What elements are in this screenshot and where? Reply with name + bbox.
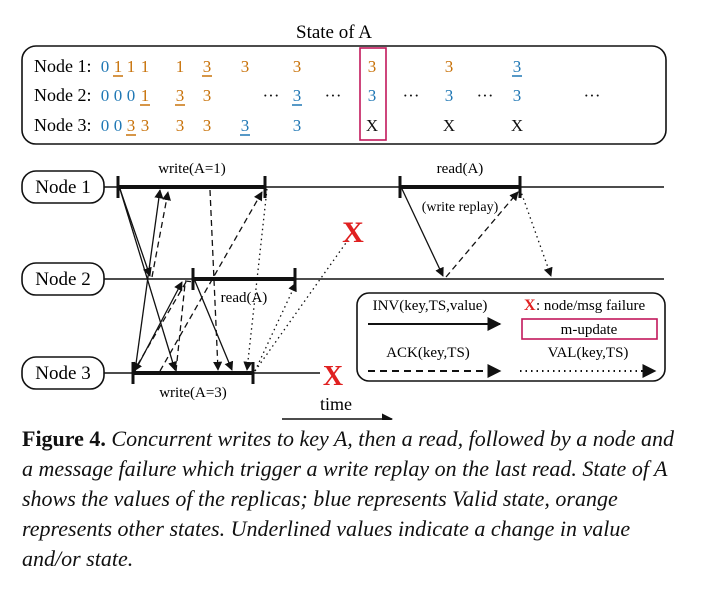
inv-n3-n2 [134, 281, 183, 372]
ack-n2-n1 [151, 191, 171, 278]
legend-failure-text: : node/msg failure [536, 298, 645, 314]
state-cell: 3 [176, 86, 185, 105]
state-cell: 0 [127, 86, 136, 105]
ack-n2-n3 [133, 281, 187, 372]
state-cell: 3 [513, 86, 522, 105]
state-cell: 3 [141, 116, 150, 135]
ack-n2-n3-stub [184, 280, 196, 283]
node-3-label: Node 3 [35, 363, 90, 384]
caption-text: Concurrent writes to key A, then a read,… [22, 426, 674, 571]
state-row-label: Node 1: [34, 56, 92, 76]
node-2-label: Node 2 [35, 269, 90, 290]
state-cell: 3 [513, 57, 522, 76]
legend-inv-label: INV(key,TS,value) [373, 298, 488, 314]
write1-interval [116, 176, 267, 198]
ack-n1-n3 [209, 189, 223, 371]
state-cell: 1 [176, 57, 185, 76]
legend-val-label: VAL(key,TS) [548, 345, 629, 361]
state-cell: 3 [293, 116, 302, 135]
state-cell: 3 [203, 86, 212, 105]
write1-label: write(A=1) [158, 161, 226, 177]
node-1-label: Node 1 [35, 177, 90, 198]
ack-messages [133, 189, 519, 372]
state-cell: ··· [325, 86, 342, 105]
state-cell: ··· [403, 86, 420, 105]
time-label: time [320, 394, 352, 414]
write3-label: write(A=3) [159, 385, 227, 401]
read-node2-label: read(A) [221, 290, 268, 306]
state-panel-title: State of A [296, 22, 372, 43]
write-replay-label: (write replay) [422, 200, 499, 215]
node-3: Node 3 [21, 356, 105, 390]
state-cell: 3 [293, 57, 302, 76]
message-failure-mark: X [342, 216, 364, 249]
state-row-label: Node 3: [34, 115, 92, 135]
state-cell: 0 [114, 116, 123, 135]
state-cell: X [366, 116, 378, 135]
state-cell: 3 [445, 57, 454, 76]
state-cell: X [443, 116, 455, 135]
legend-ack-label: ACK(key,TS) [386, 345, 470, 361]
state-cell: 0 [114, 86, 123, 105]
state-cell: 3 [445, 86, 454, 105]
inv-replay-n1-n2 [401, 188, 444, 277]
state-cell: 1 [141, 86, 150, 105]
inv-n3-n1 [134, 189, 164, 372]
state-cell: 3 [241, 57, 250, 76]
state-cell: 3 [176, 116, 185, 135]
figure-caption: Figure 4. Concurrent writes to key A, th… [22, 424, 682, 574]
val-n3-n1-lost [254, 239, 349, 372]
state-cell: ··· [477, 86, 494, 105]
state-cell: 0 [101, 57, 110, 76]
node-failure-mark: X [323, 361, 343, 392]
legend-failure-x: X [524, 297, 536, 314]
state-cell: 1 [114, 57, 123, 76]
state-row-label: Node 2: [34, 85, 92, 105]
mupdate-highlight-box [359, 47, 387, 141]
node-2: Node 2 [21, 262, 105, 296]
legend-box [356, 292, 666, 382]
state-cell: 3 [241, 116, 250, 135]
write3-interval [131, 362, 255, 384]
read-node2-interval [191, 268, 297, 290]
state-cell: X [511, 116, 523, 135]
state-cell: 3 [368, 57, 377, 76]
val-replay-n1-n2 [519, 188, 553, 277]
state-cell: 3 [203, 57, 212, 76]
state-cell: 0 [101, 86, 110, 105]
node-1: Node 1 [21, 170, 105, 204]
state-cell: 3 [127, 116, 136, 135]
ack-n3-n2-tail [175, 283, 186, 372]
state-cell: 1 [141, 57, 150, 76]
inv-n2-n3-read [194, 280, 234, 371]
state-cell: ··· [263, 86, 280, 105]
state-cell: 3 [293, 86, 302, 105]
caption-label: Figure 4. [22, 426, 106, 451]
val-n1-n3 [243, 188, 268, 371]
read-node1-label: read(A) [437, 161, 484, 177]
legend-mupdate-label: m-update [561, 322, 618, 338]
state-cell: 0 [101, 116, 110, 135]
state-cell: 1 [127, 57, 136, 76]
legend-mupdate-box [521, 318, 658, 340]
state-cell: 3 [368, 86, 377, 105]
ack-replay-n2-n1 [445, 191, 519, 278]
state-panel-box [21, 45, 667, 145]
state-cell: ··· [584, 86, 601, 105]
state-cell: 3 [203, 116, 212, 135]
read-node1-interval [398, 176, 522, 198]
val-messages [243, 188, 553, 372]
ack-n3-n1 [159, 191, 263, 372]
val-n3-n2 [254, 282, 297, 372]
